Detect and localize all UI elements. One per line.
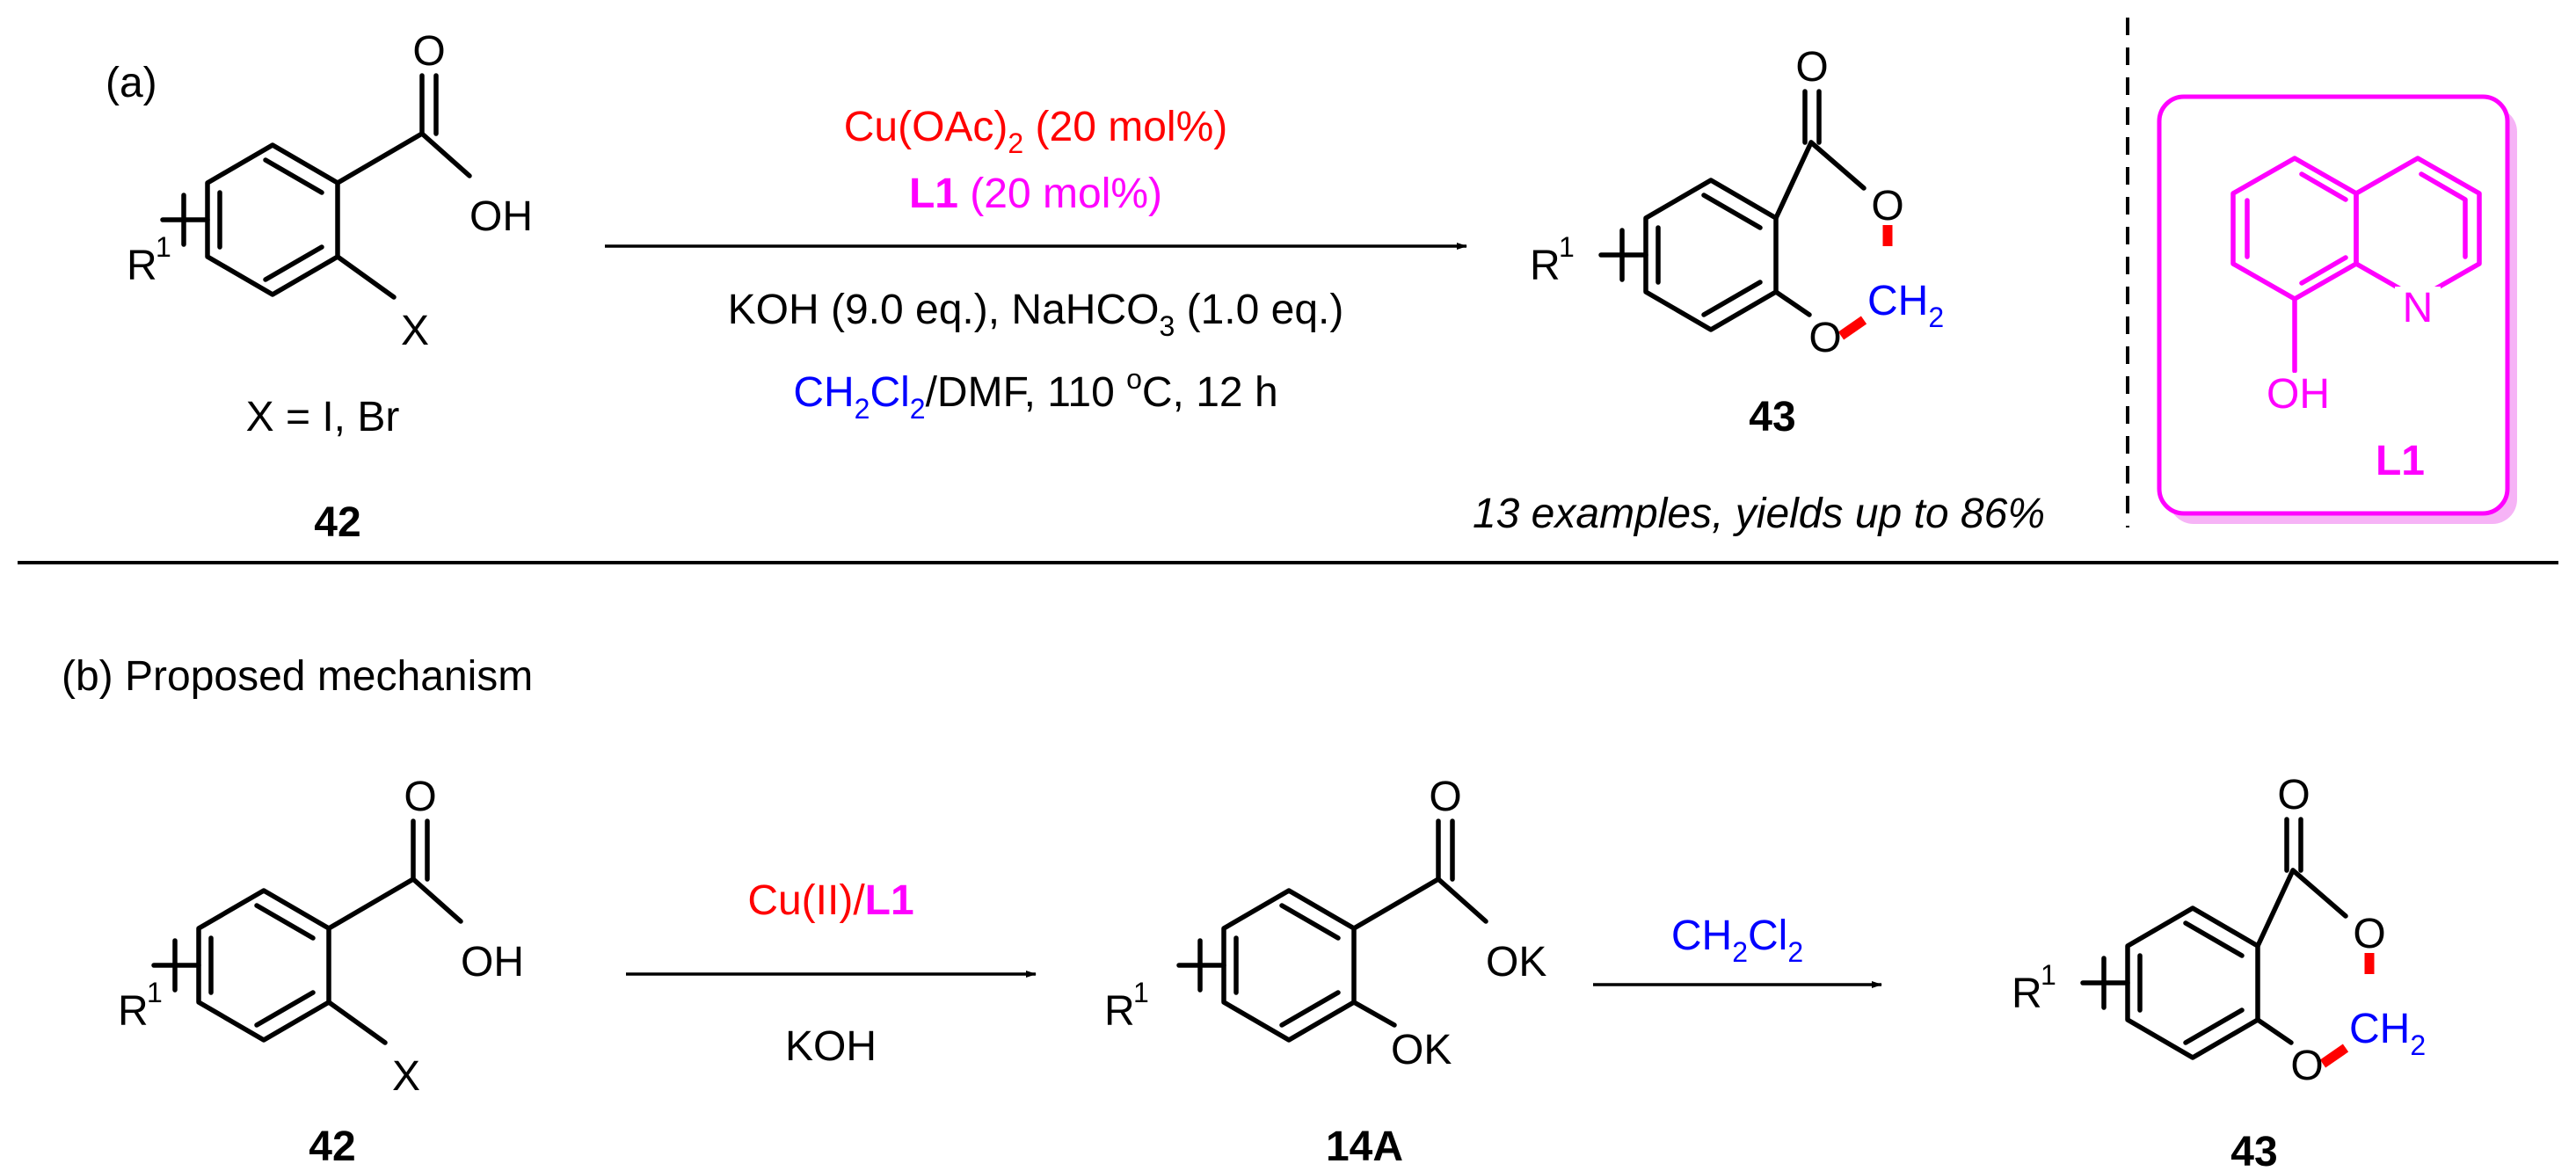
ring-o-bottom: O: [2290, 1043, 2323, 1089]
carbonyl-o: O: [404, 774, 436, 820]
label-43-b: 43: [2230, 1129, 2277, 1171]
phenoxide-ok: OK: [1391, 1027, 1452, 1073]
hydroxyl: OH: [461, 939, 524, 986]
label-14a: 14A: [1326, 1124, 1403, 1170]
r-group: R: [127, 243, 157, 289]
base-conditions: KOH (9.0 eq.), NaHCO3 (1.0 eq.): [728, 287, 1344, 342]
r-superscript: 1: [147, 977, 163, 1008]
ligand-nitrogen: N: [2403, 285, 2434, 331]
ligand-hydroxyl: OH: [2267, 371, 2330, 418]
ring-o-top: O: [2353, 911, 2385, 957]
methylene: CH2: [1867, 278, 1944, 333]
catalyst: Cu(OAc)2 (20 mol%): [844, 104, 1228, 159]
ligand-reagent: L1 (20 mol%): [909, 171, 1162, 217]
carboxylate-ok: OK: [1486, 939, 1546, 986]
ring-o-bottom: O: [1808, 315, 1841, 361]
r-group: R: [1530, 243, 1561, 289]
compound-42-a: O OH X R 1: [127, 28, 533, 354]
ligand-label: L1: [2376, 438, 2425, 484]
part-a-label: (a): [106, 60, 157, 106]
step1-base: KOH: [785, 1023, 877, 1070]
step2-reagent: CH2Cl2: [1671, 913, 1803, 968]
carbonyl-o: O: [412, 28, 445, 75]
solvent-conditions: CH2Cl2/DMF, 110 oC, 12 h: [793, 363, 1277, 425]
carbonyl-o: O: [1429, 774, 1461, 820]
label-42-a: 42: [314, 499, 360, 546]
ring-o-top: O: [1871, 183, 1903, 229]
carbonyl-o: O: [1795, 44, 1828, 91]
r-superscript: 1: [156, 231, 171, 263]
label-42-b: 42: [309, 1124, 355, 1170]
x-definition: X = I, Br: [246, 394, 400, 440]
halogen-x: X: [392, 1053, 420, 1100]
r-group: R: [2012, 971, 2042, 1017]
hydroxyl: OH: [469, 193, 533, 240]
carbonyl-o: O: [2277, 772, 2310, 818]
r-superscript: 1: [1559, 231, 1575, 263]
r-group: R: [1104, 988, 1135, 1035]
r-group: R: [118, 988, 149, 1035]
label-43-a: 43: [1749, 394, 1795, 440]
r-superscript: 1: [2041, 959, 2056, 991]
compound-14a: O OK OK R 1: [1104, 774, 1546, 1073]
halogen-x: X: [401, 308, 429, 354]
step1-reagent: Cu(II)/L1: [747, 877, 913, 924]
part-b-label: (b) Proposed mechanism: [62, 653, 533, 700]
ligand-l1-box: N OH L1: [2157, 94, 2517, 524]
methylene: CH2: [2349, 1006, 2426, 1061]
r-superscript: 1: [1133, 977, 1149, 1008]
scope-note: 13 examples, yields up to 86%: [1473, 491, 2045, 537]
compound-43-a: O O O CH2 R 1: [1530, 44, 1944, 361]
compound-43-b: O O O CH2 R 1: [2012, 772, 2426, 1089]
compound-42-b: O OH X R 1: [118, 774, 524, 1100]
